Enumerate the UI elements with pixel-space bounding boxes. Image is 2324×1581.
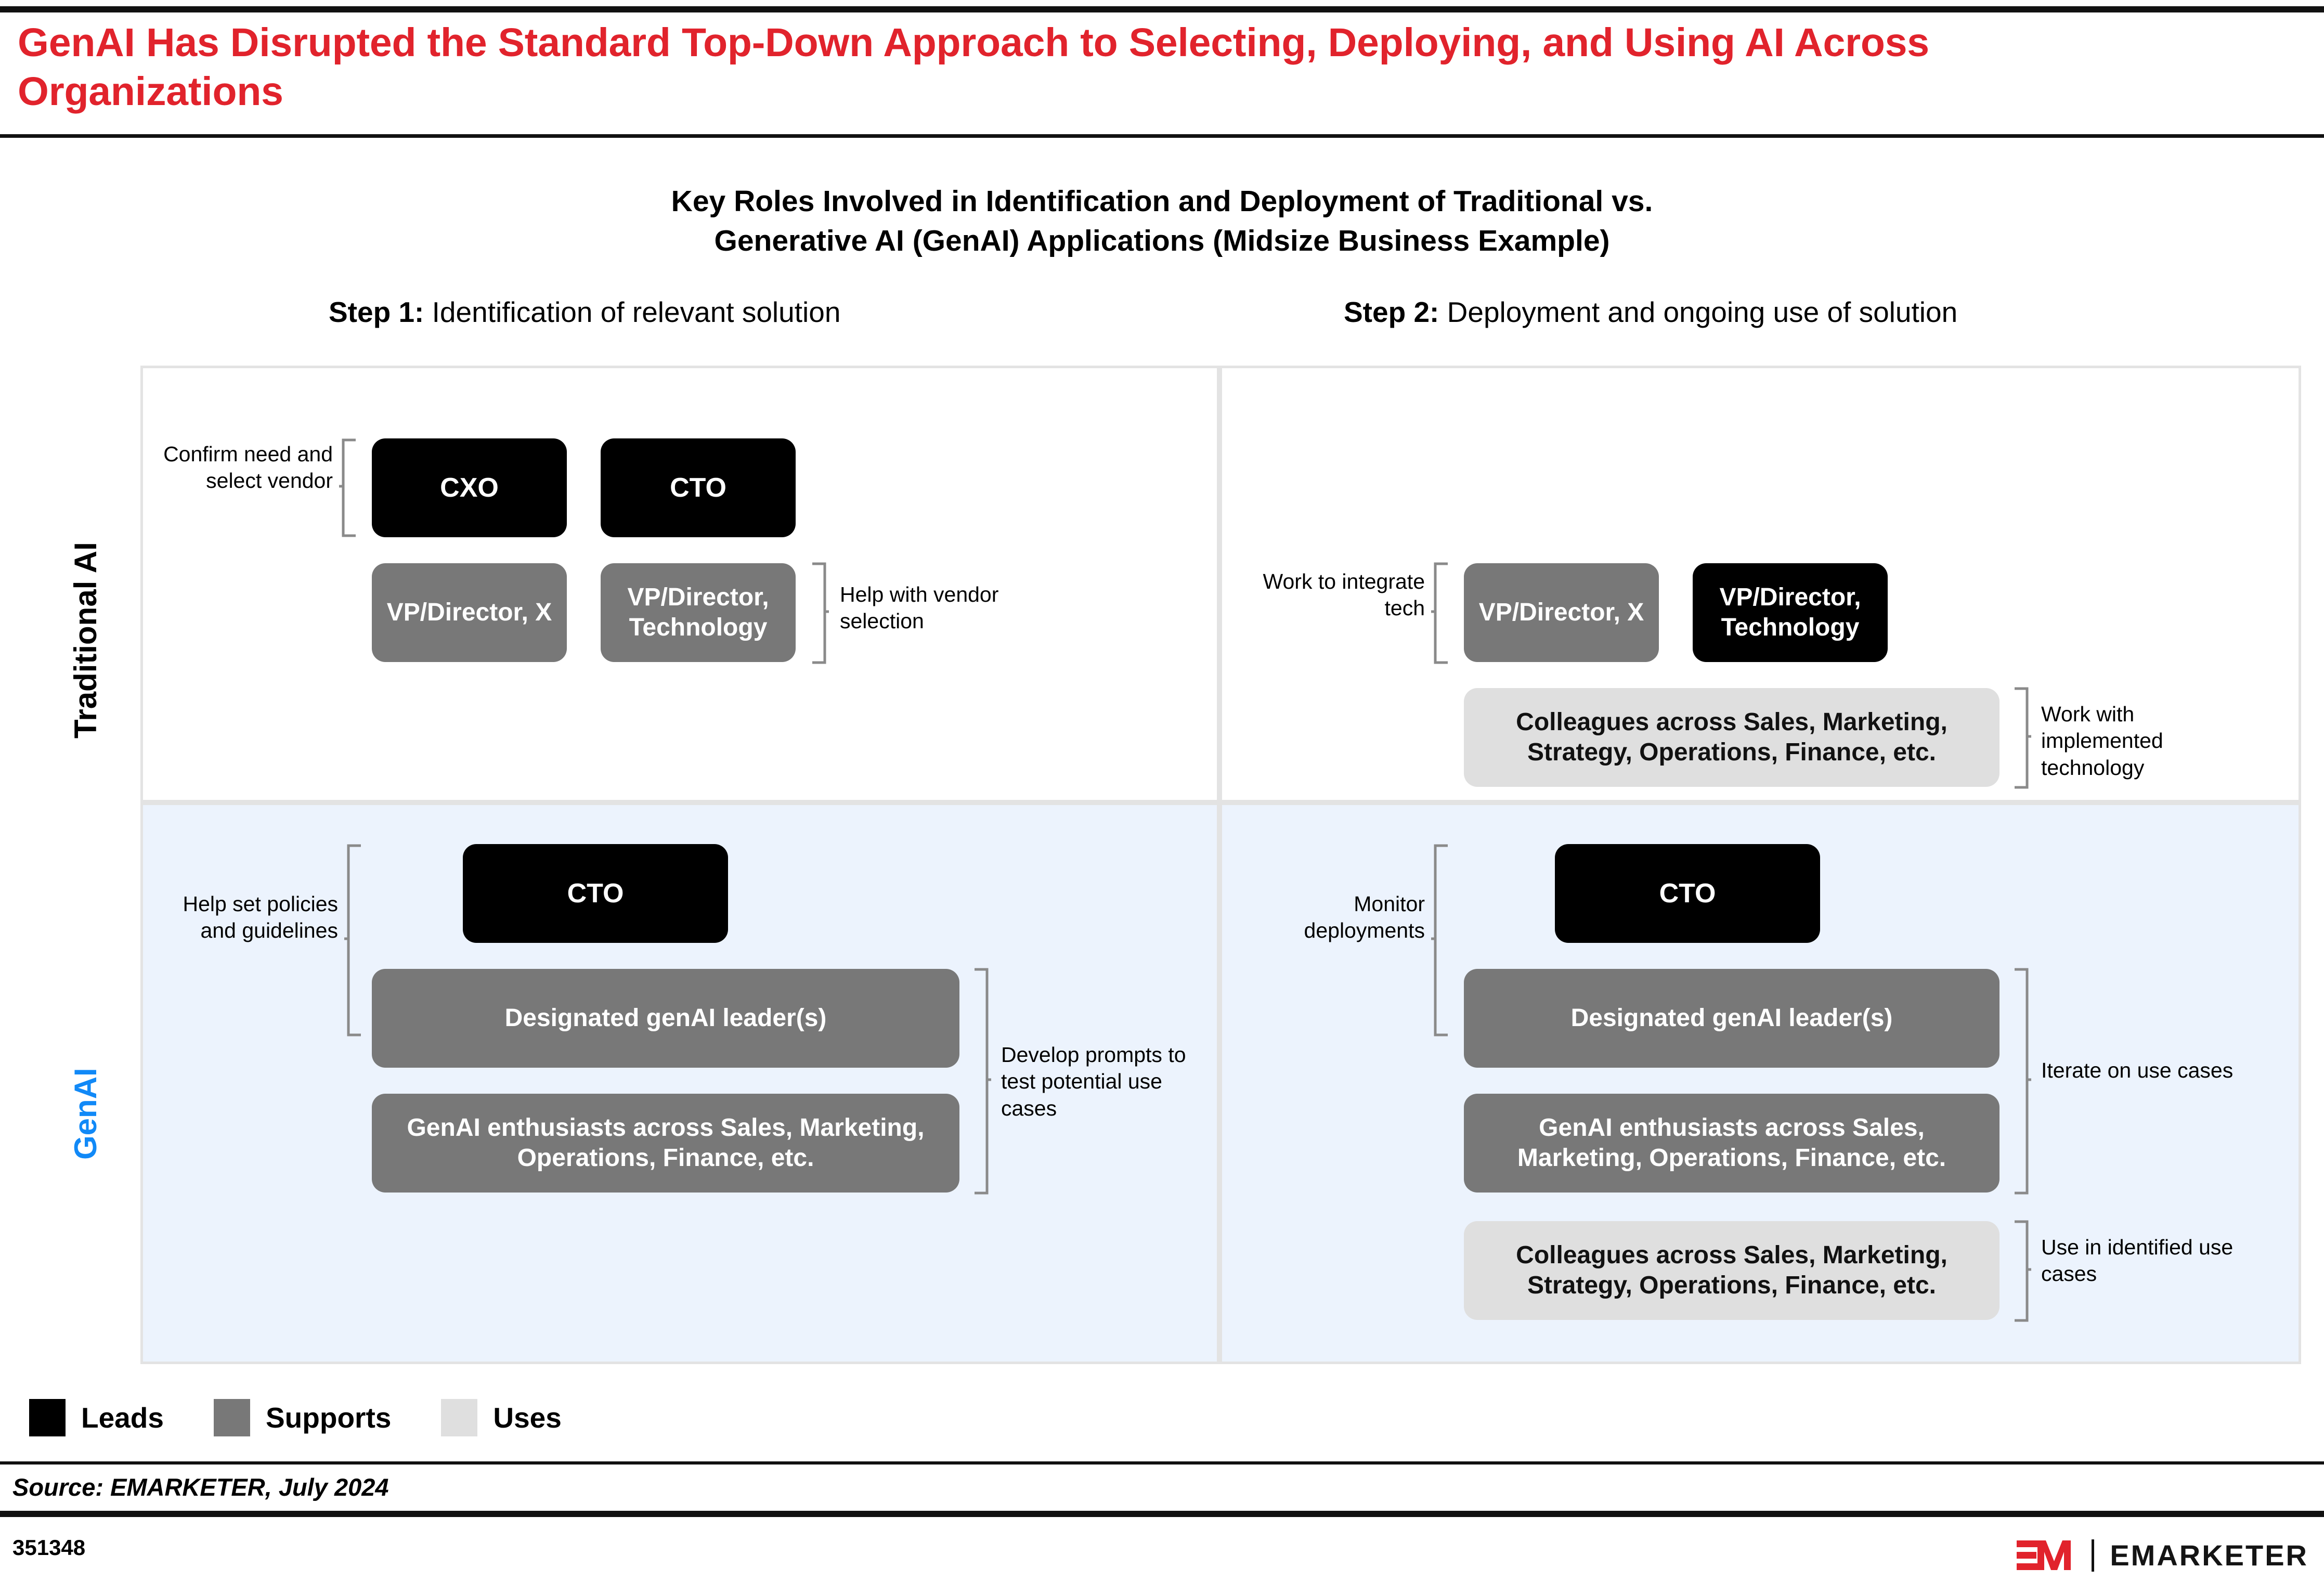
box-colleagues-across-functions[interactable]: Colleagues across Sales, Marketing, Stra… (1464, 1221, 2000, 1320)
brace-develop-prompts (975, 968, 991, 1195)
box-vp-director-x[interactable]: VP/Director, X (372, 563, 567, 662)
brace-iterate-on-use-cases (2015, 968, 2031, 1195)
legend: Leads Supports Uses (29, 1399, 562, 1436)
legend-swatch-leads (29, 1399, 66, 1436)
box-colleagues-across-functions[interactable]: Colleagues across Sales, Marketing, Stra… (1464, 688, 2000, 787)
brace-help-with-vendor-selection (812, 562, 829, 664)
box-cto[interactable]: CTO (463, 844, 728, 943)
source-bottom-rule (0, 1511, 2324, 1517)
page-title: GenAI Has Disrupted the Standard Top-Dow… (18, 20, 1929, 114)
box-cto[interactable]: CTO (601, 438, 796, 537)
chart-subtitle-line1: Key Roles Involved in Identification and… (671, 185, 1653, 218)
brace-use-in-identified-use-cases (2015, 1220, 2031, 1322)
chart-subtitle-line2: Generative AI (GenAI) Applications (Mids… (714, 224, 1610, 257)
note-iterate-on-use-cases: Iterate on use cases (2041, 1058, 2234, 1082)
matrix-grid: Confirm need and select vendor CXO CTO V… (140, 366, 2301, 1364)
legend-swatch-supports (213, 1399, 250, 1436)
step-1-label: Step 1: (329, 296, 424, 328)
emarketer-logo: EMARKETER (2017, 1537, 2308, 1574)
top-rule (0, 6, 2324, 12)
box-genai-enthusiasts[interactable]: GenAI enthusiasts across Sales, Marketin… (372, 1094, 959, 1193)
note-monitor-deployments: Monitor deployments (1304, 892, 1425, 943)
column-header-step-1: Step 1: Identification of relevant solut… (329, 296, 840, 328)
step-2-text: Deployment and ongoing use of solution (1439, 296, 1958, 328)
note-work-with-implemented-technology: Work with implemented technology (2041, 702, 2163, 780)
box-vp-director-x[interactable]: VP/Director, X (1464, 563, 1659, 662)
step-1-text: Identification of relevant solution (424, 296, 841, 328)
box-cxo[interactable]: CXO (372, 438, 567, 537)
note-use-in-identified-use-cases: Use in identified use cases (2041, 1235, 2234, 1286)
title-bottom-rule (0, 134, 2324, 138)
brace-help-set-policies (344, 844, 361, 1036)
chart-subtitle: Key Roles Involved in Identification and… (0, 182, 2324, 261)
legend-label-uses: Uses (493, 1401, 562, 1434)
legend-label-supports: Supports (265, 1401, 392, 1434)
logo-divider (2092, 1539, 2095, 1572)
legend-label-leads: Leads (81, 1401, 164, 1434)
emarketer-wordmark: EMARKETER (2110, 1539, 2308, 1572)
brace-monitor-deployments (1431, 844, 1448, 1036)
column-header-step-2: Step 2: Deployment and ongoing use of so… (1344, 296, 1957, 328)
brace-work-with-implemented-technology (2015, 687, 2031, 789)
box-cto[interactable]: CTO (1555, 844, 1820, 943)
step-2-label: Step 2: (1344, 296, 1439, 328)
brace-work-to-integrate-tech (1431, 562, 1448, 664)
brace-confirm-need (339, 438, 356, 537)
box-vp-director-technology[interactable]: VP/Director, Technology (601, 563, 796, 662)
box-genai-enthusiasts[interactable]: GenAI enthusiasts across Sales, Marketin… (1464, 1094, 2000, 1193)
note-help-with-vendor-selection: Help with vendor selection (840, 582, 999, 633)
note-help-set-policies-and-guidelines: Help set policies and guidelines (183, 892, 338, 943)
source-top-rule (0, 1461, 2324, 1465)
row-label-traditional-ai: Traditional AI (68, 542, 103, 738)
note-develop-prompts-to-test-potential-use-cases: Develop prompts to test potential use ca… (1001, 1043, 1186, 1120)
box-designated-genai-leaders[interactable]: Designated genAI leader(s) (1464, 969, 2000, 1068)
legend-swatch-uses (441, 1399, 478, 1436)
note-confirm-need-and-select-vendor: Confirm need and select vendor (163, 442, 333, 493)
em-logo-icon (2017, 1540, 2071, 1570)
chart-id: 351348 (12, 1535, 86, 1560)
row-label-genai: GenAI (68, 1068, 103, 1160)
source-note: Source: EMARKETER, July 2024 (12, 1473, 389, 1501)
note-work-to-integrate-tech: Work to integrate tech (1263, 569, 1425, 620)
box-designated-genai-leaders[interactable]: Designated genAI leader(s) (372, 969, 959, 1068)
box-vp-director-technology[interactable]: VP/Director, Technology (1693, 563, 1888, 662)
